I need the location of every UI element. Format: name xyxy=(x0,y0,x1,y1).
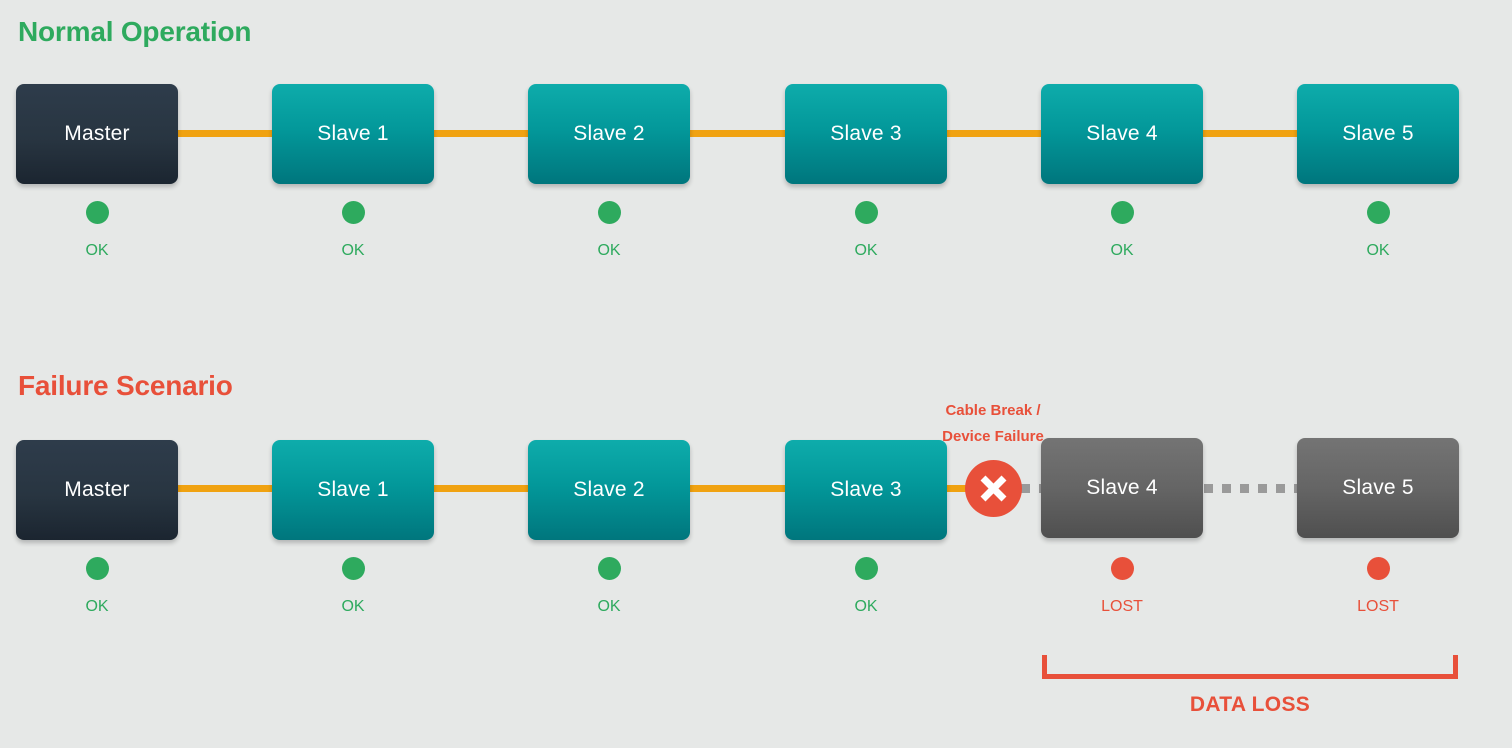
status-label: OK xyxy=(85,242,109,259)
link-slave1-slave2 xyxy=(434,130,528,137)
node-slave5-failure[interactable]: Slave 5 xyxy=(1297,438,1459,538)
node-slave2-failure[interactable]: Slave 2 xyxy=(528,440,690,540)
link-slave3-break-failure xyxy=(947,485,967,492)
status-slave3-failure: OK xyxy=(785,557,947,615)
status-dot-ok-icon xyxy=(854,201,878,224)
status-master-failure: OK xyxy=(16,557,178,615)
node-slave3-normal[interactable]: Slave 3 xyxy=(785,84,947,184)
section-title-normal: Normal Operation xyxy=(18,16,252,47)
status-slave4-normal: OK xyxy=(1041,201,1203,259)
status-dot-ok-icon xyxy=(341,201,365,224)
status-label: OK xyxy=(854,598,878,615)
status-label: OK xyxy=(341,598,365,615)
node-master-normal[interactable]: Master xyxy=(16,84,178,184)
bracket-base xyxy=(1042,674,1458,679)
status-slave3-normal: OK xyxy=(785,201,947,259)
status-label: OK xyxy=(597,598,621,615)
cable-break-annotation: Cable Break / Device Failure xyxy=(893,398,1093,450)
status-dot-ok-icon xyxy=(85,201,109,224)
node-label: Slave 3 xyxy=(830,478,902,501)
status-label: OK xyxy=(85,598,109,615)
status-slave4-failure: LOST xyxy=(1041,557,1203,615)
node-label: Slave 1 xyxy=(317,122,389,145)
status-dot-lost-icon xyxy=(1110,557,1134,580)
node-slave1-failure[interactable]: Slave 1 xyxy=(272,440,434,540)
status-label: OK xyxy=(597,242,621,259)
status-slave1-failure: OK xyxy=(272,557,434,615)
status-slave2-failure: OK xyxy=(528,557,690,615)
node-slave2-normal[interactable]: Slave 2 xyxy=(528,84,690,184)
cable-break-line1: Cable Break / xyxy=(945,402,1041,419)
link-slave3-slave4 xyxy=(947,130,1041,137)
link-slave2-slave3 xyxy=(690,130,785,137)
status-dot-ok-icon xyxy=(85,557,109,580)
bracket-left-arm xyxy=(1042,655,1047,679)
status-dot-ok-icon xyxy=(854,557,878,580)
status-dot-lost-icon xyxy=(1366,557,1390,580)
node-slave5-normal[interactable]: Slave 5 xyxy=(1297,84,1459,184)
node-label: Slave 5 xyxy=(1342,476,1414,499)
node-label: Slave 5 xyxy=(1342,122,1414,145)
link-slave4-slave5-failure xyxy=(1204,484,1298,493)
status-label: OK xyxy=(854,242,878,259)
node-slave4-normal[interactable]: Slave 4 xyxy=(1041,84,1203,184)
node-label: Slave 4 xyxy=(1086,122,1158,145)
status-label: LOST xyxy=(1357,598,1399,615)
node-label: Slave 4 xyxy=(1086,476,1158,499)
status-label: OK xyxy=(1110,242,1134,259)
bracket-right-arm xyxy=(1453,655,1458,679)
node-slave3-failure[interactable]: Slave 3 xyxy=(785,440,947,540)
status-slave2-normal: OK xyxy=(528,201,690,259)
node-label: Slave 3 xyxy=(830,122,902,145)
link-slave4-slave5 xyxy=(1203,130,1297,137)
node-slave4-failure[interactable]: Slave 4 xyxy=(1041,438,1203,538)
node-label: Slave 2 xyxy=(573,122,645,145)
status-slave5-normal: OK xyxy=(1297,201,1459,259)
node-label: Master xyxy=(64,122,130,145)
node-master-failure[interactable]: Master xyxy=(16,440,178,540)
status-slave5-failure: LOST xyxy=(1297,557,1459,615)
status-dot-ok-icon xyxy=(341,557,365,580)
status-label: OK xyxy=(341,242,365,259)
x-circle-icon xyxy=(965,460,1022,517)
link-slave1-slave2-failure xyxy=(434,485,528,492)
link-break-slave4-failure xyxy=(1021,484,1043,493)
status-dot-ok-icon xyxy=(1110,201,1134,224)
node-label: Slave 2 xyxy=(573,478,645,501)
link-slave2-slave3-failure xyxy=(690,485,785,492)
link-master-slave1 xyxy=(178,130,272,137)
section-title-failure: Failure Scenario xyxy=(18,370,233,401)
status-dot-ok-icon xyxy=(597,201,621,224)
status-master-normal: OK xyxy=(16,201,178,259)
node-label: Master xyxy=(64,478,130,501)
node-slave1-normal[interactable]: Slave 1 xyxy=(272,84,434,184)
status-slave1-normal: OK xyxy=(272,201,434,259)
node-label: Slave 1 xyxy=(317,478,389,501)
data-loss-caption: DATA LOSS xyxy=(1189,693,1311,716)
status-dot-ok-icon xyxy=(1366,201,1390,224)
status-label: LOST xyxy=(1101,598,1143,615)
cable-break-line2: Device Failure xyxy=(942,428,1044,445)
link-master-slave1-failure xyxy=(178,485,272,492)
status-label: OK xyxy=(1366,242,1390,259)
status-dot-ok-icon xyxy=(597,557,621,580)
